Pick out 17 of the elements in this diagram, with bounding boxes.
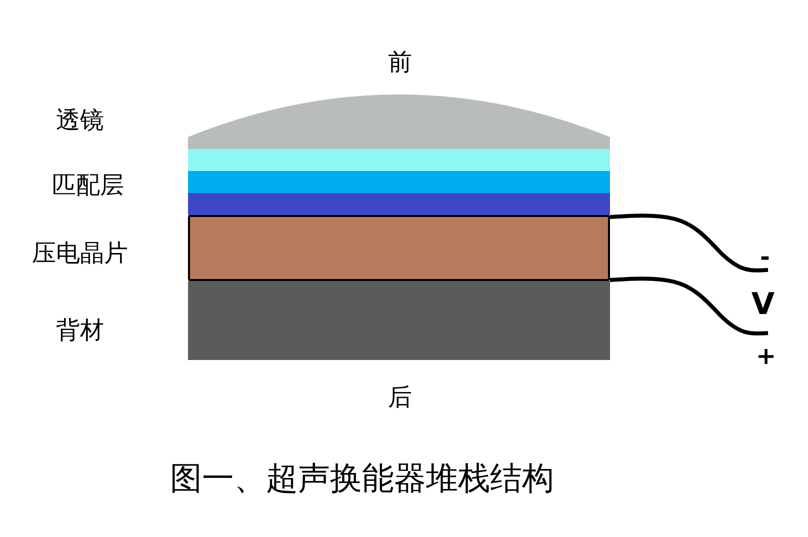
- lens-shape: [188, 92, 610, 149]
- polarity-sign: -: [760, 245, 770, 269]
- piezo-element: [188, 215, 610, 281]
- layer-band: [188, 193, 610, 215]
- view-label: 后: [388, 385, 412, 409]
- layer-label: 压电晶片: [32, 241, 128, 265]
- wire: [610, 214, 768, 272]
- voltage-label: V: [751, 290, 775, 320]
- polarity-sign: +: [756, 344, 776, 368]
- layer-label: 背材: [56, 318, 104, 342]
- layer-band: [188, 281, 610, 360]
- wire: [610, 276, 768, 336]
- layer-band: [188, 171, 610, 193]
- caption: 图一、超声换能器堆栈结构: [170, 462, 554, 494]
- layer-label: 匹配层: [52, 173, 124, 197]
- layer-band: [188, 149, 610, 171]
- layer-label: 透镜: [56, 108, 104, 132]
